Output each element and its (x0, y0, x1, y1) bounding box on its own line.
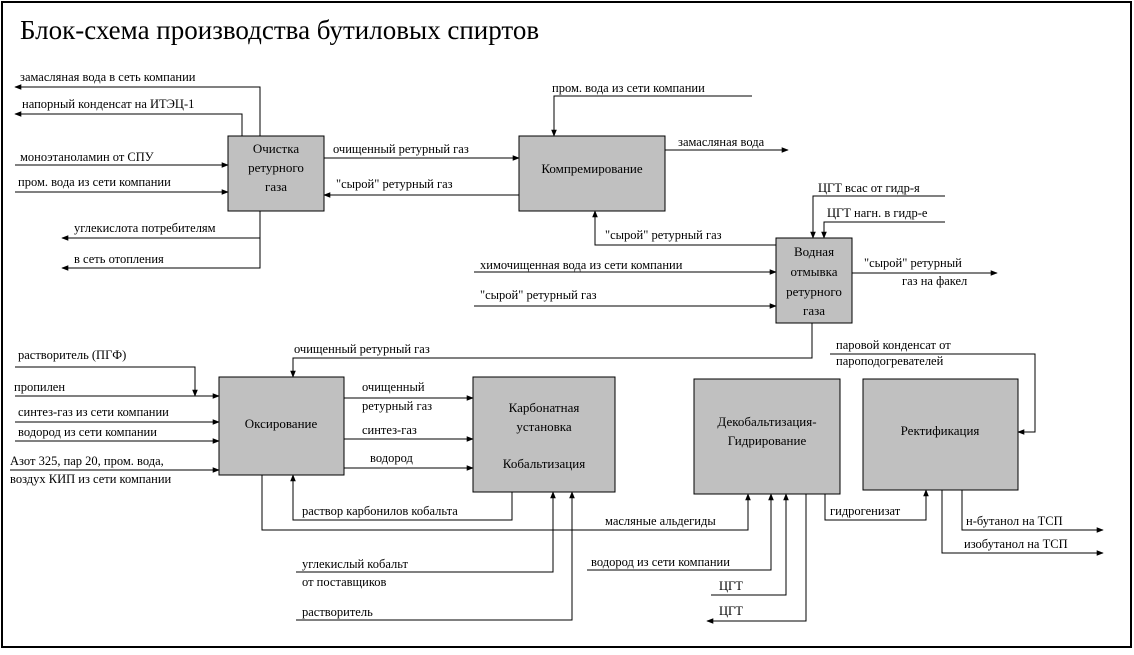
arrow-proc-water-compression (551, 95, 752, 137)
arrow-solvent-pgf (15, 366, 198, 397)
label-cobalt-carbonate2: от поставщиков (302, 575, 387, 589)
label-proc-water-in2: пром. вода из сети компании (552, 81, 705, 95)
block-rectification: Ректификация (862, 378, 1019, 491)
label-condensate-out: напорный конденсат на ИТЭЦ-1 (22, 97, 194, 111)
block-water-wash: Водная отмывка ретурного газа (775, 237, 853, 324)
arrow-hfg-discharge (821, 221, 945, 239)
arrow-oily-aldehydes (261, 475, 751, 531)
block-compression: Компремирование (518, 135, 666, 212)
label-propylene: пропилен (14, 380, 65, 394)
label-purified-gas1: очищенный ретурный газ (333, 142, 469, 156)
block-carbonate-line4: Кобальтизация (503, 456, 585, 471)
label-hfg-suction: ЦГТ всас от гидр-я (818, 181, 920, 195)
block-carbonate-line1: Карбонатная (509, 400, 580, 415)
label-raw-gas1: "сырой" ретурный газ (336, 177, 453, 191)
block-water-wash-line3: ретурного (786, 284, 842, 299)
block-carbonate: Карбонатная установка Кобальтизация (472, 376, 616, 493)
label-oily-water2: замасляная вода (678, 135, 765, 149)
arrow-hfg-suction (810, 195, 945, 239)
label-nitrogen2: воздух КИП из сети компании (10, 472, 172, 486)
label-hydrogen-in2: водород из сети компании (591, 555, 730, 569)
block-purification-line2: ретурного (248, 160, 304, 175)
block-decobalt-line1: Декобальтизация- (717, 414, 816, 429)
label-hfg-discharge: ЦГТ нагн. в гидр-е (827, 206, 928, 220)
arrow-solvent (296, 491, 575, 621)
label-purified-gas3b: ретурный газ (362, 399, 432, 413)
block-water-wash-line4: газа (803, 303, 825, 318)
label-nbutanol: н-бутанол на ТСП (966, 514, 1063, 528)
arrow-hfg2 (706, 494, 807, 624)
label-raw-gas-flare1: "сырой" ретурный (864, 256, 962, 270)
label-mea-in: моноэтаноламин от СПУ (20, 150, 154, 164)
label-hfg2: ЦГТ (719, 604, 743, 618)
block-decobalt-line2: Гидрирование (728, 433, 807, 448)
block-purification-line3: газа (265, 179, 287, 194)
page-title: Блок-схема производства бутиловых спирто… (20, 15, 539, 45)
block-water-wash-line1: Водная (794, 244, 834, 259)
label-steam-cond1: паровой конденсат от (836, 338, 951, 352)
label-hydrogen: водород (370, 451, 413, 465)
label-heating-out: в сеть отопления (74, 252, 164, 266)
arrow-hydrogen-in2 (587, 493, 774, 571)
label-hydrogenate: гидрогенизат (830, 504, 901, 518)
arrow-nbutanol (961, 490, 1104, 533)
label-co2-out: углекислота потребителям (74, 221, 216, 235)
arrow-cobalt-carbonyl (290, 474, 513, 521)
arrow-hydrogenate (824, 489, 929, 521)
label-cobalt-carbonate1: углекислый кобальт (302, 557, 408, 571)
label-isobutanol: изобутанол на ТСП (964, 537, 1068, 551)
arrow-cobalt-carbonate (296, 491, 556, 573)
label-oily-aldehydes: масляные альдегиды (605, 514, 716, 528)
label-raw-gas-flare2: газ на факел (902, 274, 967, 288)
label-syngas: синтез-газ (362, 423, 417, 437)
arrow-isobutanol (941, 490, 1104, 556)
arrow-condensate-out (14, 111, 243, 136)
label-raw-gas3: "сырой" ретурный газ (480, 288, 597, 302)
block-purification-line1: Очистка (253, 141, 299, 156)
connectors (10, 84, 1104, 624)
arrow-raw-gas-ww-to-comp (592, 210, 776, 246)
label-hydrogen-in: водород из сети компании (18, 425, 157, 439)
label-hfg1: ЦГТ (719, 579, 743, 593)
block-carbonate-line2: установка (516, 419, 572, 434)
block-compression-line1: Компремирование (541, 161, 643, 176)
label-proc-water-in1: пром. вода из сети компании (18, 175, 171, 189)
arrow-steam-condensate (830, 353, 1036, 435)
label-solvent: растворитель (302, 605, 373, 619)
arrow-purified-gas-oxo (290, 323, 813, 378)
label-purified-gas2: очищенный ретурный газ (294, 342, 430, 356)
label-steam-cond2: пароподогревателей (836, 354, 944, 368)
arrow-hfg1 (711, 493, 789, 596)
label-oily-water-out: замасляная вода в сеть компании (20, 70, 196, 84)
block-decobalt: Декобальтизация- Гидрирование (693, 378, 841, 495)
label-cobalt-carbonyl: раствор карбонилов кобальта (302, 504, 458, 518)
block-rectification-line1: Ректификация (901, 423, 980, 438)
label-purified-gas3a: очищенный (362, 380, 425, 394)
label-nitrogen1: Азот 325, пар 20, пром. вода, (10, 454, 164, 468)
label-solvent-pgf: растворитель (ПГФ) (18, 348, 126, 362)
block-oxo-line1: Оксирование (245, 416, 318, 431)
arrow-heating-out (61, 238, 261, 271)
block-water-wash-line2: отмывка (791, 264, 838, 279)
block-purification: Очистка ретурного газа (227, 135, 325, 212)
flow-labels: замасляная вода в сеть компании напорный… (10, 70, 1068, 619)
label-raw-gas2: "сырой" ретурный газ (605, 228, 722, 242)
label-chem-water: химочищенная вода из сети компании (480, 258, 683, 272)
block-oxo: Оксирование (218, 376, 345, 476)
label-syngas-in: синтез-газ из сети компании (18, 405, 169, 419)
arrow-oily-water-out (14, 84, 261, 136)
